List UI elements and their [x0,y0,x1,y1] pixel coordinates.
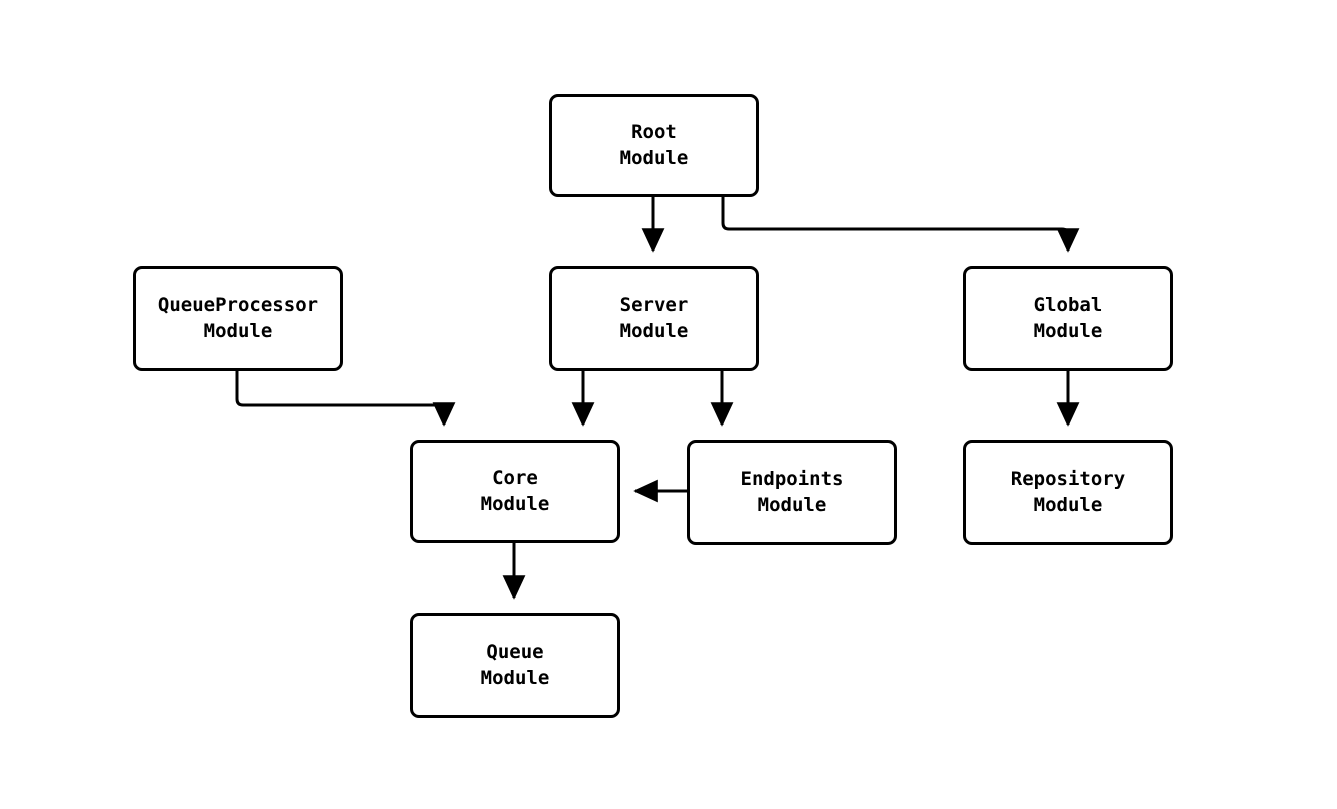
node-server-label: Server Module [619,294,689,342]
node-endpoints[interactable]: Endpoints Module [687,440,897,545]
node-queue[interactable]: Queue Module [410,613,620,718]
node-queueprocessor-label: QueueProcessor Module [157,294,319,342]
node-root-label: Root Module [619,121,689,169]
edge-queueprocessor-to-core [235,371,456,427]
node-repository-label: Repository Module [1010,468,1126,516]
node-global[interactable]: Global Module [963,266,1173,371]
node-repository[interactable]: Repository Module [963,440,1173,545]
edge-root-to-global [721,197,1080,253]
node-queue-label: Queue Module [480,641,550,689]
node-endpoints-label: Endpoints Module [740,468,844,516]
node-core[interactable]: Core Module [410,440,620,543]
node-root[interactable]: Root Module [549,94,759,197]
node-server[interactable]: Server Module [549,266,759,371]
node-core-label: Core Module [480,467,550,515]
node-queueprocessor[interactable]: QueueProcessor Module [133,266,343,371]
node-global-label: Global Module [1033,294,1103,342]
